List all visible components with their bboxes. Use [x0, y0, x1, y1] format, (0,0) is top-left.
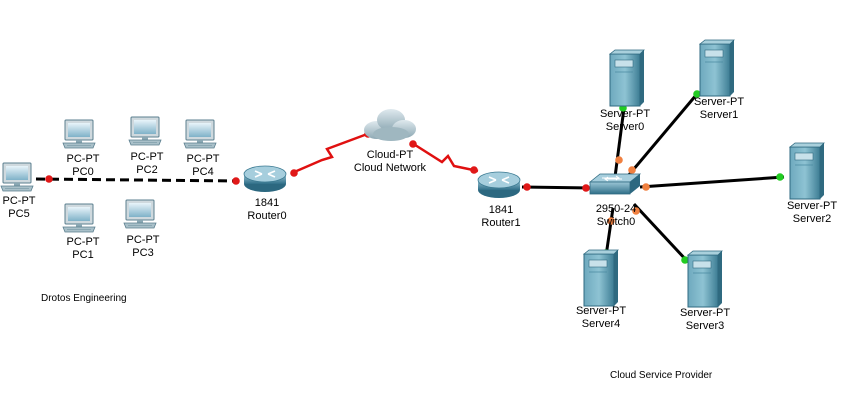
serial-link-cloud-router1[interactable] [411, 141, 479, 173]
device-model: Cloud-PT [366, 149, 414, 161]
serial-link-router0-cloud[interactable] [291, 131, 371, 175]
links-layer [35, 93, 785, 264]
pc-icon[interactable] [128, 116, 162, 146]
device-name: Server4 [581, 318, 621, 330]
server-icon[interactable] [687, 250, 723, 308]
device-model: Server-PT [679, 307, 731, 319]
port-light-router0-serial [290, 169, 298, 177]
device-label-switch0: 2950-24 Switch0 [583, 203, 649, 229]
device-model: PC-PT [66, 153, 100, 165]
device-label-pc1: PC-PT PC1 [57, 236, 109, 262]
device-model: Server-PT [693, 96, 745, 108]
link-switch0-server2[interactable] [639, 175, 785, 189]
device-model: PC-PT [126, 234, 160, 246]
device-name: PC5 [8, 208, 30, 220]
device-label-server0: Server-PT Server0 [590, 108, 660, 134]
device-label-cloud: Cloud-PT Cloud Network [340, 149, 440, 175]
device-name: PC1 [72, 249, 94, 261]
note-cloud-service-provider[interactable]: Cloud Service Provider [610, 370, 713, 381]
device-label-server1: Server-PT Server1 [684, 96, 754, 122]
device-model: Server-PT [575, 305, 627, 317]
device-name: Router1 [481, 217, 521, 229]
device-model: PC-PT [2, 195, 36, 207]
device-name: PC0 [72, 166, 94, 178]
device-name: Switch0 [596, 216, 636, 228]
device-name: PC3 [132, 247, 154, 259]
link-switch0-server4[interactable] [604, 207, 615, 257]
device-name: Server3 [685, 320, 725, 332]
server-icon[interactable] [583, 249, 619, 307]
device-label-server2: Server-PT Server2 [777, 200, 847, 226]
device-model: PC-PT [66, 236, 100, 248]
link-router1-switch0[interactable] [521, 185, 593, 190]
cloud-icon[interactable] [364, 109, 416, 141]
port-light-switch0-router1 [582, 184, 590, 192]
pc-icon[interactable] [183, 119, 217, 149]
device-label-pc5: PC-PT PC5 [0, 195, 38, 221]
device-name: Server1 [699, 109, 739, 121]
link-switch0-server3[interactable] [632, 202, 690, 264]
port-light-switch0-server1 [628, 166, 636, 174]
device-name: Router0 [247, 210, 287, 222]
server-icon[interactable] [699, 39, 735, 97]
router-icon[interactable] [243, 165, 287, 193]
device-label-pc4: PC-PT PC4 [177, 153, 229, 179]
pc-icon[interactable] [62, 203, 96, 233]
device-name: Server2 [792, 213, 832, 225]
port-light-router1-lan [523, 183, 531, 191]
device-label-pc2: PC-PT PC2 [121, 151, 173, 177]
link-switch0-server1[interactable] [626, 93, 699, 177]
link-pc5-router0[interactable] [35, 177, 239, 183]
device-name: Server0 [605, 121, 645, 133]
device-name: Cloud Network [353, 162, 427, 174]
port-light-pc5 [45, 175, 53, 183]
device-label-router0: 1841 Router0 [236, 197, 298, 223]
pc-icon[interactable] [123, 199, 157, 229]
pc-icon[interactable] [0, 162, 34, 192]
switch-icon[interactable] [589, 173, 641, 195]
note-drotos-engineering[interactable]: Drotos Engineering [41, 293, 127, 304]
port-light-switch0-server3 [632, 207, 640, 215]
port-light-cloud-right [409, 140, 417, 148]
port-light-server2 [776, 173, 784, 181]
port-light-switch0-server2 [642, 183, 650, 191]
device-label-server4: Server-PT Server4 [566, 305, 636, 331]
device-label-router1: 1841 Router1 [470, 204, 532, 230]
device-label-pc3: PC-PT PC3 [117, 234, 169, 260]
pc-icon[interactable] [62, 119, 96, 149]
device-name: PC4 [192, 166, 214, 178]
device-model: 2950-24 [595, 203, 637, 215]
device-name: PC2 [136, 164, 158, 176]
server-icon[interactable] [609, 49, 645, 107]
server-icon[interactable] [789, 142, 825, 200]
port-light-router1-serial [470, 166, 478, 174]
port-light-server1 [693, 90, 701, 98]
device-model: 1841 [254, 197, 280, 209]
device-model: Server-PT [599, 108, 651, 120]
link-switch0-server0[interactable] [613, 107, 626, 178]
device-model: PC-PT [186, 153, 220, 165]
device-label-pc0: PC-PT PC0 [57, 153, 109, 179]
port-light-router0-lan [232, 177, 240, 185]
device-model: Server-PT [786, 200, 838, 212]
router-icon[interactable] [477, 171, 521, 199]
port-light-server3 [681, 256, 689, 264]
port-light-switch0-server4 [607, 217, 615, 225]
device-label-server3: Server-PT Server3 [670, 307, 740, 333]
device-model: PC-PT [130, 151, 164, 163]
port-light-switch0-server0 [615, 156, 623, 164]
device-model: 1841 [488, 204, 514, 216]
